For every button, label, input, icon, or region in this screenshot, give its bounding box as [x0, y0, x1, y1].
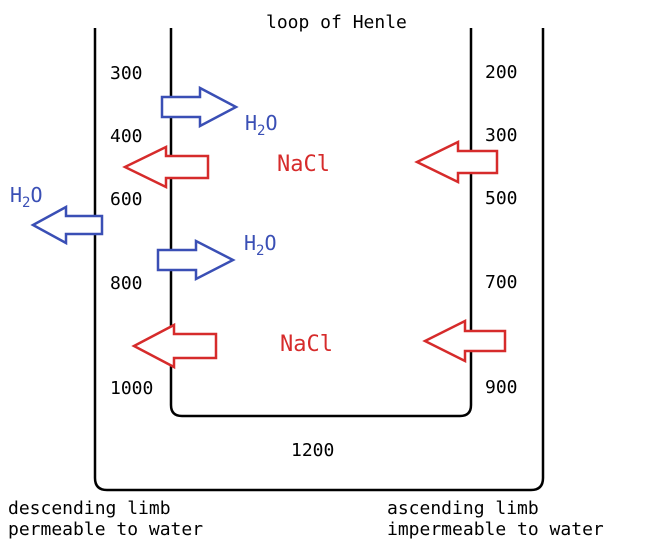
ascending-caption-line2: impermeable to water [387, 519, 604, 540]
descending-value: 600 [110, 189, 143, 210]
water-label-h: H [244, 231, 257, 255]
water-label: H2O [10, 185, 43, 210]
water-label: H2O [245, 113, 278, 138]
salt-arrow-3 [131, 322, 218, 370]
water-label-o: O [30, 183, 43, 207]
ascending-value: 900 [485, 377, 518, 398]
descending-value: 800 [110, 273, 143, 294]
descending-value: 300 [110, 63, 143, 84]
water-label-subscript: 2 [22, 195, 31, 211]
water-label-h: H [10, 183, 23, 207]
water-label-h: H [245, 111, 258, 135]
water-label-o: O [264, 231, 277, 255]
ascending-value: 500 [485, 188, 518, 209]
diagram-title: loop of Henle [266, 12, 407, 33]
descending-caption-line2: permeable to water [8, 519, 204, 540]
bottom-value: 1200 [291, 440, 335, 461]
descending-value: 1000 [110, 378, 154, 399]
descending-caption-line1: descending limb [8, 498, 171, 519]
salt-arrow-1 [122, 144, 210, 190]
water-label: H2O [244, 233, 277, 258]
outer-tubule-wall [93, 28, 545, 492]
water-arrow-3 [30, 204, 104, 246]
salt-arrow-2 [414, 139, 499, 185]
water-label-subscript: 2 [256, 243, 265, 259]
salt-label: NaCl [277, 152, 330, 177]
water-label-subscript: 2 [257, 123, 266, 139]
salt-arrow-4 [422, 318, 507, 364]
ascending-value: 200 [485, 62, 518, 83]
water-label-o: O [265, 111, 278, 135]
water-arrow-2 [156, 238, 236, 282]
ascending-caption-line1: ascending limb [387, 498, 539, 519]
ascending-value: 300 [485, 125, 518, 146]
ascending-value: 700 [485, 272, 518, 293]
descending-value: 400 [110, 126, 143, 147]
inner-tubule-wall [169, 28, 473, 418]
salt-label: NaCl [280, 332, 333, 357]
water-arrow-1 [160, 85, 239, 129]
